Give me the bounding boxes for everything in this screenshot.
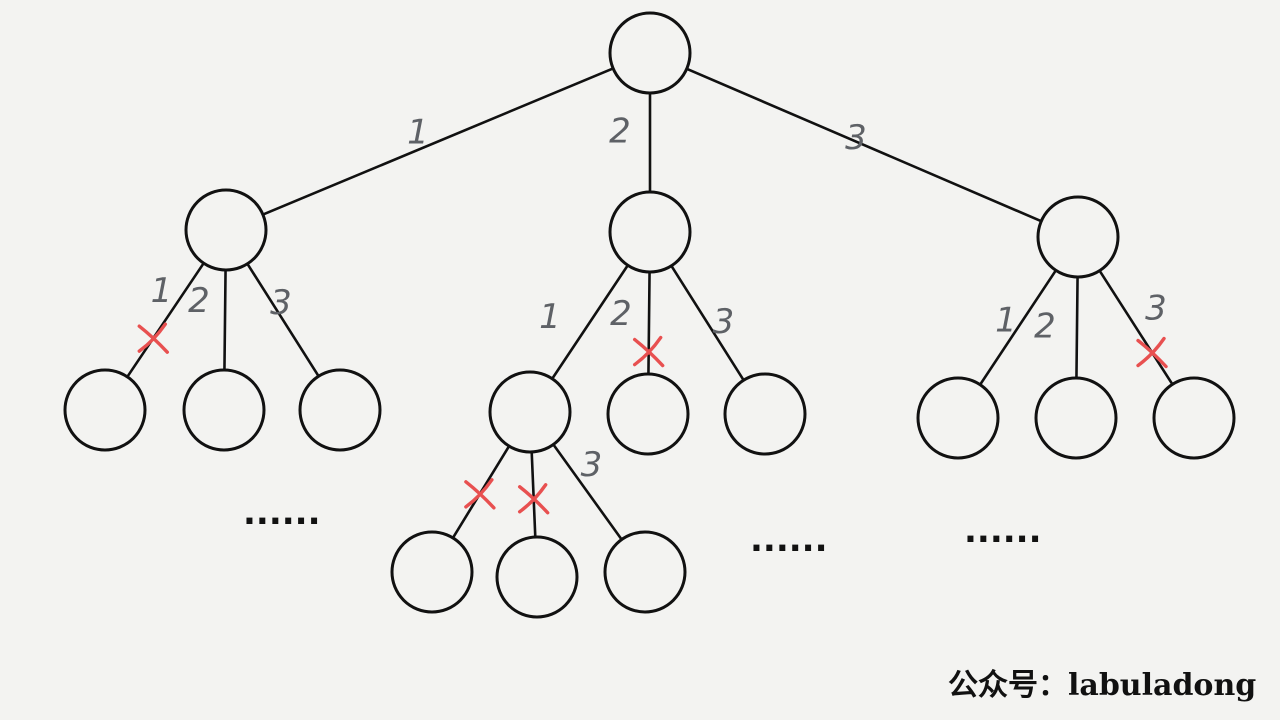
prune-marks-layer (137, 322, 1168, 515)
tree-node-b1a (390, 530, 474, 614)
tree-node-c2 (1034, 376, 1118, 460)
ellipsis-layer: ...... ...... ...... (243, 493, 1042, 560)
tree-node-b1b (495, 535, 579, 619)
edge-label-b-b3: 3 (713, 302, 735, 342)
edge-label-b-b1: 1 (539, 297, 561, 337)
tree-node-a3 (298, 368, 382, 452)
ellipsis-right: ...... (964, 511, 1042, 551)
tree-node-a2 (182, 368, 266, 452)
edge-label-b-b2: 2 (610, 294, 632, 334)
tree-node-a1 (63, 368, 147, 452)
edge-root-a (261, 67, 615, 216)
watermark-credit: 公众号：labuladong (948, 668, 1256, 703)
ellipsis-left: ...... (243, 493, 321, 533)
edge-a-a3 (246, 262, 320, 378)
prune-x-mark-b1-b1a (464, 478, 496, 510)
edge-label-a-a1: 1 (151, 271, 173, 311)
tree-node-c3 (1152, 376, 1236, 460)
edge-label-c-c2: 2 (1034, 307, 1056, 347)
edge-label-a-a3: 3 (270, 283, 292, 323)
tree-node-root (608, 11, 692, 95)
tree-node-b2 (606, 372, 690, 456)
edge-a-a1 (126, 261, 205, 379)
edge-b-b2 (647, 270, 651, 376)
edge-label-b1-b1c: 3 (581, 445, 603, 485)
edge-a-a2 (223, 268, 227, 372)
edge-label-root-c: 3 (845, 118, 867, 158)
prune-x-mark-b1-b1b (517, 483, 550, 515)
nodes-layer (63, 11, 1236, 619)
edge-root-c (685, 67, 1043, 223)
edge-c-c2 (1075, 275, 1079, 380)
tree-node-c (1036, 195, 1120, 279)
edge-b1-b1b (530, 450, 537, 539)
tree-node-c1 (916, 376, 1000, 460)
prune-x-mark-b-b2 (632, 335, 665, 368)
edge-b-b1 (550, 263, 630, 381)
edge-b-b3 (670, 264, 745, 382)
tree-node-b1c (603, 530, 687, 614)
edge-label-root-b: 2 (609, 112, 631, 152)
edge-label-root-a: 1 (407, 113, 429, 153)
tree-node-a (184, 188, 268, 272)
ellipsis-middle: ...... (750, 520, 828, 560)
edge-label-c-c3: 3 (1145, 289, 1167, 329)
tree-node-b (608, 190, 692, 274)
edge-c-c3 (1098, 269, 1174, 386)
edge-label-c-c1: 1 (995, 301, 1017, 341)
tree-node-b1 (488, 370, 572, 454)
edge-c-c1 (978, 269, 1058, 386)
edge-b1-b1c (552, 443, 623, 541)
prune-x-mark-a-a1 (137, 322, 169, 354)
tree-node-b3 (723, 372, 807, 456)
prune-x-mark-c-c3 (1136, 336, 1168, 369)
edge-label-a-a2: 2 (188, 281, 210, 321)
